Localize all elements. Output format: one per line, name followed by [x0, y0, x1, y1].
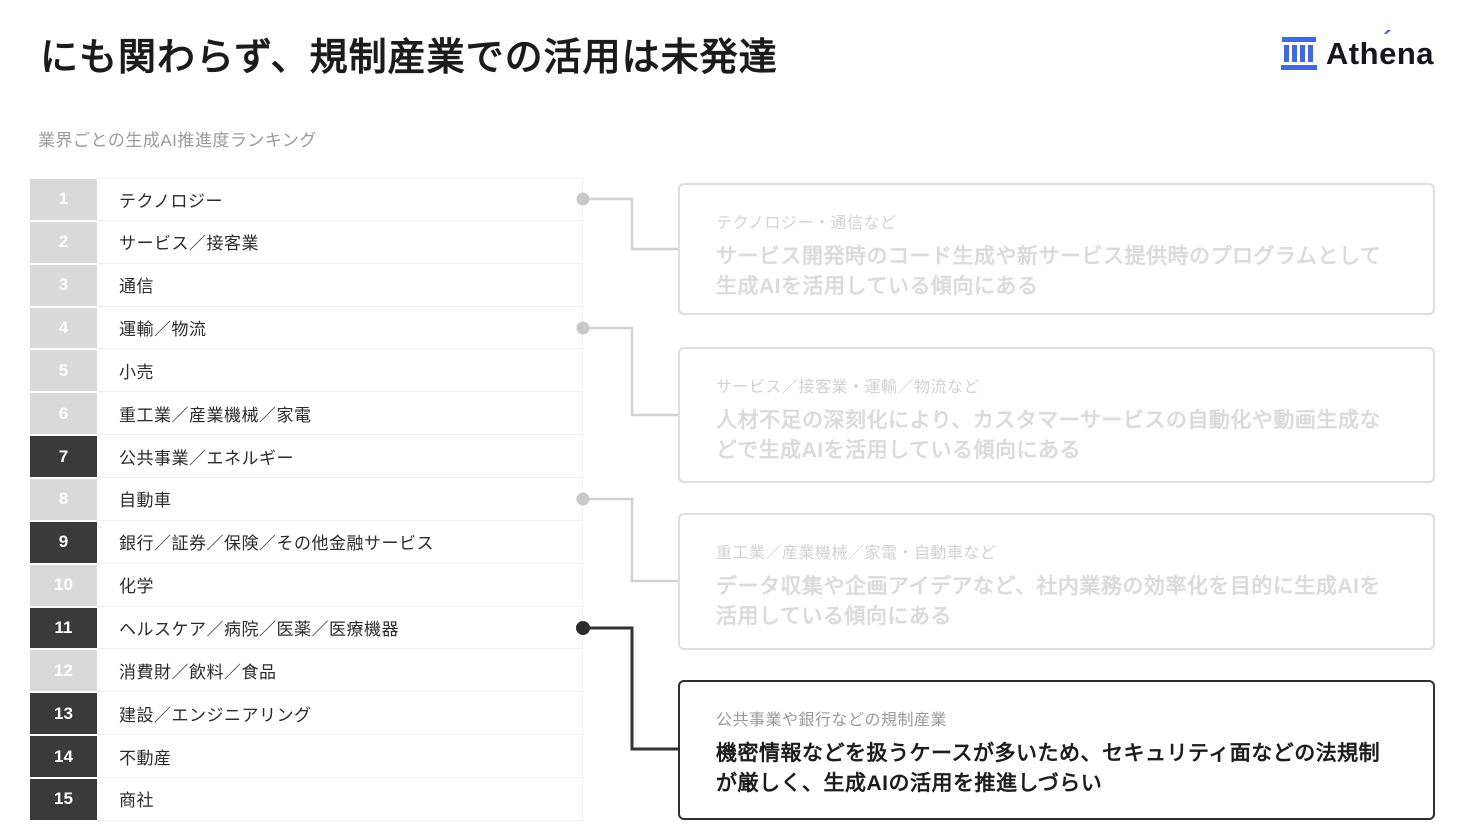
industry-label: 化学 — [97, 563, 583, 607]
callout-body: データ収集や企画アイデアなど、社内業務の効率化を目的に生成AIを活用している傾向… — [716, 575, 1381, 629]
industry-label: サービス／接客業 — [97, 220, 583, 264]
pillar-icon — [1280, 37, 1317, 71]
page-title: にも関わらず、規制産業での活用は未発達 — [40, 37, 778, 79]
industry-label: ヘルスケア／病院／医薬／医療機器 — [97, 606, 583, 650]
chart-subtitle: 業界ごとの生成AI推進度ランキング — [38, 131, 317, 150]
industry-label: 自動車 — [97, 478, 583, 521]
rank-number: 14 — [30, 736, 97, 778]
callout-body: サービス開発時のコード生成や新サービス提供時のプログラムとして生成AIを活用して… — [716, 245, 1382, 299]
rank-number: 5 — [30, 350, 97, 392]
callout-heavy-industry: 重工業／産業機械／家電・自動車など データ収集や企画アイデアなど、社内業務の効率… — [678, 513, 1435, 650]
callout-regulated-industry: 公共事業や銀行などの規制産業 機密情報などを扱うケースが多いため、セキュリティ面… — [678, 680, 1435, 820]
industry-label: 商社 — [97, 778, 583, 821]
industry-label: 不動産 — [97, 735, 583, 779]
rank-number: 10 — [30, 564, 97, 606]
callout-technology: テクノロジー・通信など サービス開発時のコード生成や新サービス提供時のプログラム… — [678, 183, 1435, 315]
rank-number: 2 — [30, 221, 97, 263]
rank-number: 1 — [30, 179, 97, 220]
callout-header: サービス／接客業・運輸／物流など — [716, 379, 981, 396]
rank-number: 3 — [30, 264, 97, 306]
rank-number: 11 — [30, 607, 97, 649]
callout-service-transport: サービス／接客業・運輸／物流など 人材不足の深刻化により、カスタマーサービスの自… — [678, 347, 1435, 483]
industry-label: 建設／エンジニアリング — [97, 692, 583, 736]
rank-number: 8 — [30, 479, 97, 520]
rank-number: 9 — [30, 521, 97, 563]
callout-body: 機密情報などを扱うケースが多いため、セキュリティ面などの法規制が厳しく、生成AI… — [716, 742, 1381, 796]
rank-number: 4 — [30, 307, 97, 349]
industry-label: 公共事業／エネルギー — [97, 435, 583, 479]
callout-body: 人材不足の深刻化により、カスタマーサービスの自動化や動画生成などで生成AIを活用… — [716, 409, 1381, 463]
industry-label: 通信 — [97, 263, 583, 307]
industry-label: 小売 — [97, 349, 583, 393]
accent-mark: ´ — [1383, 25, 1393, 55]
rank-number: 13 — [30, 693, 97, 735]
industry-label: 消費財／飲料／食品 — [97, 649, 583, 693]
rank-number: 7 — [30, 436, 97, 478]
rank-number: 6 — [30, 393, 97, 435]
industry-label: テクノロジー — [97, 178, 583, 221]
rank-number: 15 — [30, 779, 97, 820]
industry-label: 運輸／物流 — [97, 306, 583, 350]
callout-header: 公共事業や銀行などの規制産業 — [716, 712, 948, 729]
industry-label: 重工業／産業機械／家電 — [97, 392, 583, 436]
industry-label: 銀行／証券／保険／その他金融サービス — [97, 520, 583, 564]
callout-header: 重工業／産業機械／家電・自動車など — [716, 545, 997, 562]
callout-header: テクノロジー・通信など — [716, 215, 897, 232]
rank-number: 12 — [30, 650, 97, 692]
